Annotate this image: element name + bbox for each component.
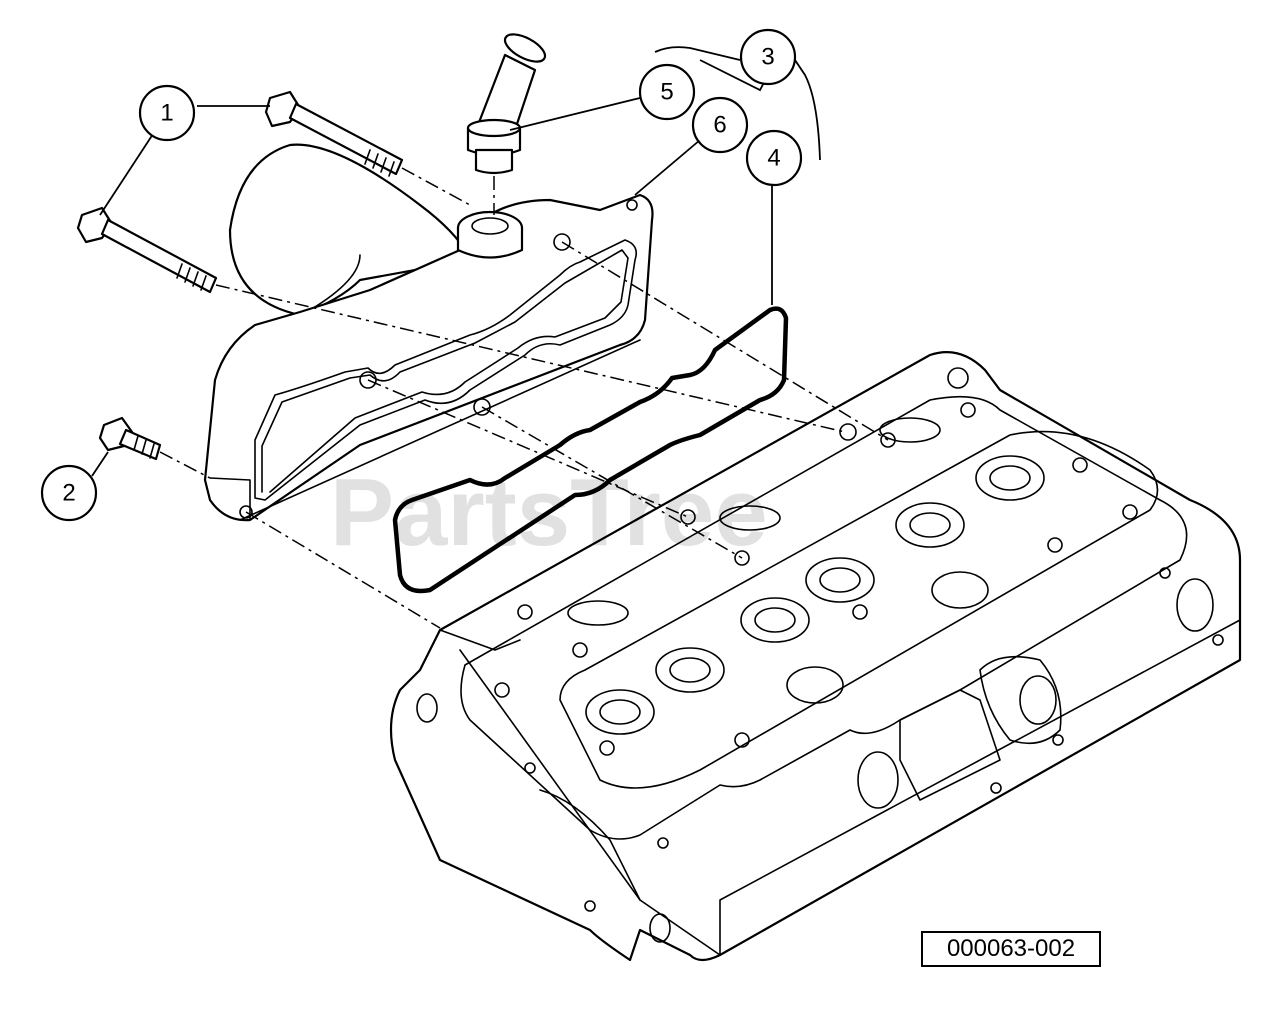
svg-text:3: 3	[761, 44, 774, 71]
long-bolt-upper	[264, 90, 404, 177]
callout-3: 3	[739, 28, 797, 86]
callout-2: 2	[40, 464, 98, 522]
svg-text:1: 1	[160, 100, 173, 127]
callout-4: 4	[745, 129, 803, 187]
alignment-lines	[159, 167, 889, 629]
svg-text:6: 6	[713, 112, 726, 139]
callout-1: 1	[138, 84, 196, 142]
svg-text:5: 5	[660, 79, 673, 106]
svg-text:2: 2	[62, 480, 75, 507]
callout-5: 5	[638, 63, 696, 121]
svg-text:4: 4	[767, 145, 780, 172]
leader-lines	[91, 46, 821, 477]
long-bolt-lower	[76, 206, 218, 294]
valve-cover	[203, 143, 654, 522]
callout-6: 6	[691, 96, 749, 154]
breather-tube	[466, 33, 547, 175]
valve-cover-gasket	[392, 306, 789, 594]
short-bolt	[98, 416, 162, 461]
cylinder-head	[389, 351, 1242, 962]
reference-code: 000063-002	[921, 931, 1101, 967]
